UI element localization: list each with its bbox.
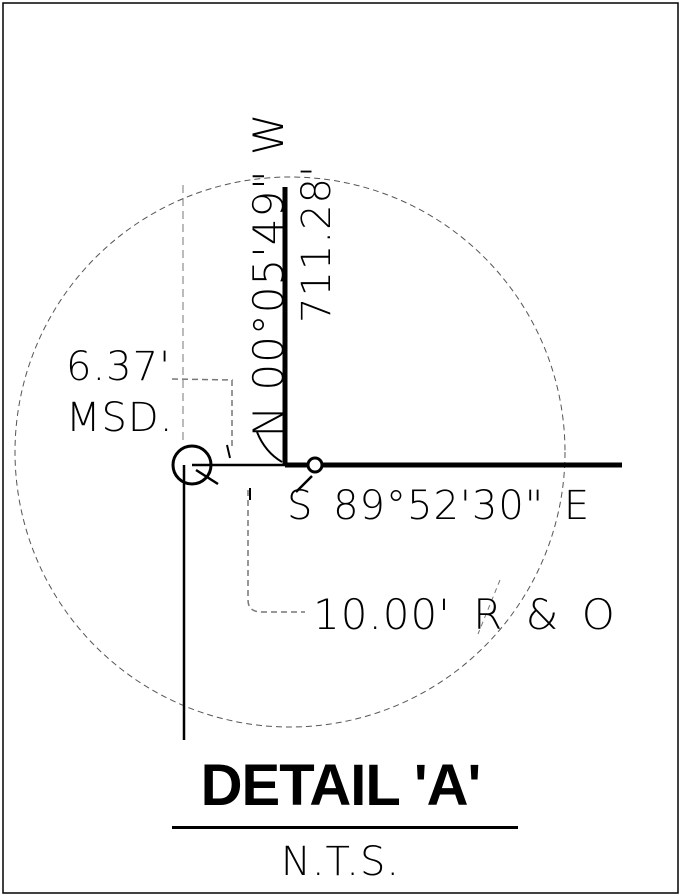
bearing-leader-south: [295, 475, 313, 493]
scale-note: N.T.S.: [280, 839, 401, 885]
msd-leader: [171, 378, 233, 450]
msd-label: MSD.: [66, 395, 174, 441]
detail-title: DETAIL 'A': [200, 753, 482, 818]
monument-leader: [195, 468, 219, 486]
title-underline: [172, 826, 518, 829]
bearing-vertical-label: N 00°05'49" W: [244, 112, 293, 438]
ro-label-leader: [477, 579, 501, 635]
monument-circle: [171, 444, 213, 486]
distance-vertical-label: 711.28': [294, 165, 340, 323]
msd-distance-label: 6.37': [66, 344, 172, 390]
detail-circle: [14, 176, 566, 728]
msd-tick: [226, 444, 231, 459]
ro-leader: [247, 490, 305, 613]
point-circle: [306, 456, 324, 474]
bearing-horizontal-label: S 89°52'30" E: [287, 483, 591, 529]
bearing-leader: [256, 431, 283, 463]
ro-distance-label: 10.00' R & O: [313, 590, 616, 639]
